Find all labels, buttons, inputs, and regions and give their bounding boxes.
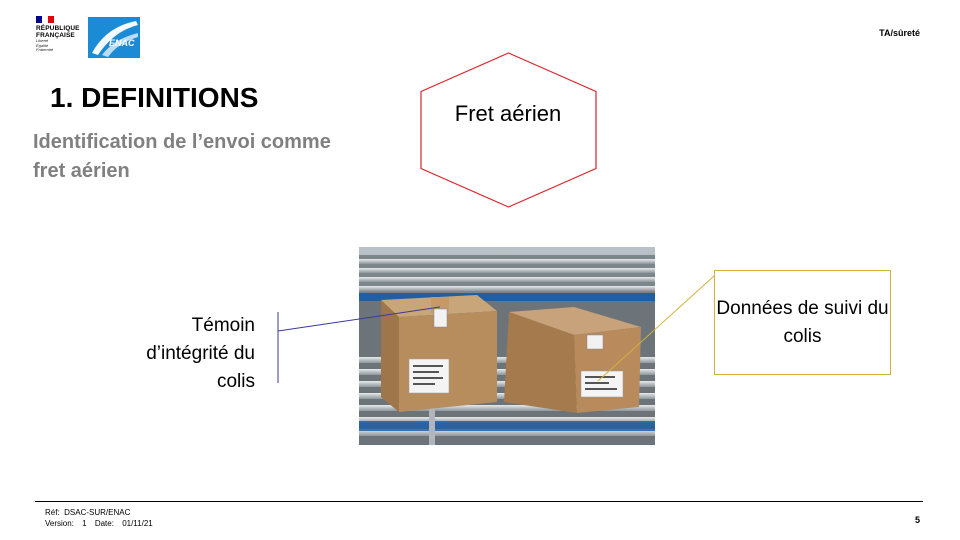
page-subtitle: Identification de l’envoi comme fret aér…	[33, 131, 331, 182]
footer-divider	[35, 501, 923, 502]
page-number: 5	[914, 515, 920, 525]
french-flag-icon	[36, 16, 54, 23]
hexagon-outline	[420, 52, 597, 208]
republique-francaise-logo: RÉPUBLIQUE FRANÇAISE Liberté Égalité Fra…	[36, 16, 88, 58]
footer-ref-value: DSAC-SUR/ENAC	[64, 508, 131, 517]
logo-rf-motto: Liberté Égalité Fraternité	[36, 38, 54, 52]
enac-logo: ENAC	[88, 17, 140, 58]
logo-rf-line1: RÉPUBLIQUE	[36, 25, 80, 32]
page-title: 1. DEFINITIONS	[50, 82, 259, 113]
footer-date-label: Date:	[94, 519, 114, 528]
integrity-witness-label: Témoin d’intégrité du colis	[146, 315, 255, 392]
footer-date-value: 01/11/21	[122, 519, 153, 528]
footer-version-value: 1	[82, 519, 87, 528]
logo-rf-line2: FRANÇAISE	[36, 32, 75, 39]
footer-version-label: Version:	[45, 519, 74, 528]
header-tag: TA/sûreté	[879, 28, 920, 38]
footer-version: Version: 1 Date: 01/11/21	[45, 519, 159, 528]
footer-ref-label: Réf:	[45, 508, 60, 517]
hexagon-label: Fret aérien	[454, 101, 562, 126]
tracking-data-label: Données de suivi du colis	[716, 297, 889, 347]
footer-reference: Réf: DSAC-SUR/ENAC	[45, 508, 130, 517]
parcels-conveyor-photo	[359, 247, 655, 445]
enac-logo-text: ENAC	[109, 38, 135, 48]
tracking-data-callout: Données de suivi du colis	[714, 270, 891, 375]
